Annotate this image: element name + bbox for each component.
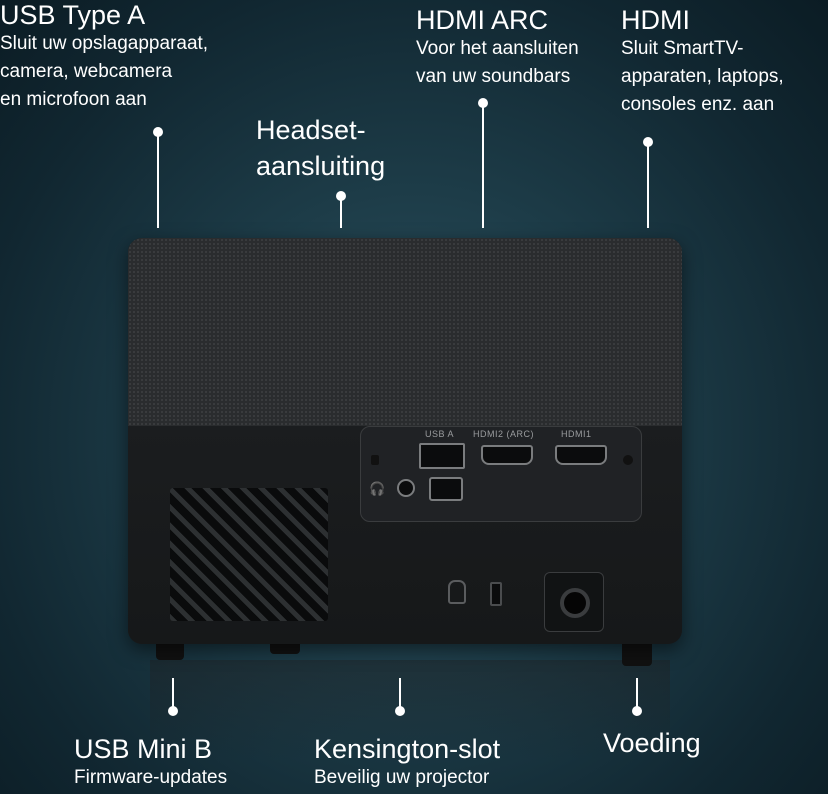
- hdmi-pointer-line: [647, 142, 649, 228]
- kensington-pointer-line: [399, 678, 401, 708]
- hdmi-desc-3: consoles enz. aan: [621, 94, 775, 115]
- usb-mini-b-pointer-line: [172, 678, 174, 708]
- speaker-mesh: [128, 238, 682, 427]
- callout-usb-mini-b: USB Mini B Firmware-updates: [74, 734, 227, 792]
- kensington-desc: Beveilig uw projector: [314, 767, 490, 788]
- usb-a-port[interactable]: [419, 443, 465, 469]
- power-title: Voeding: [603, 728, 701, 758]
- port-panel-screw-right: [623, 455, 633, 465]
- power-port[interactable]: [560, 588, 590, 618]
- headset-title-1: Headset-: [256, 115, 366, 145]
- kensington-lock-icon: [448, 580, 466, 604]
- callout-power: Voeding: [603, 728, 701, 758]
- hdmi2-arc-port[interactable]: [481, 445, 533, 465]
- usb-mini-b-title: USB Mini B: [74, 734, 213, 764]
- usb-type-a-title: USB Type A: [0, 0, 146, 30]
- port-label-hdmi1: HDMI1: [561, 429, 592, 439]
- headphones-icon: 🎧: [369, 481, 386, 496]
- port-label-hdmi2: HDMI2 (ARC): [473, 429, 534, 439]
- port-panel: USB A HDMI2 (ARC) HDMI1 🎧: [360, 426, 642, 522]
- usb-mini-b-port[interactable]: [429, 477, 463, 501]
- projector-foot-left: [156, 640, 184, 660]
- hdmi-desc-2: apparaten, laptops,: [621, 66, 784, 87]
- callout-usb-type-a: USB Type A Sluit uw opslagapparaat, came…: [0, 0, 208, 114]
- usb-type-a-desc-1: Sluit uw opslagapparaat,: [0, 33, 209, 54]
- power-pointer-line: [636, 678, 638, 708]
- callout-hdmi: HDMI Sluit SmartTV- apparaten, laptops, …: [621, 5, 784, 119]
- usb-type-a-desc-3: en microfoon aan: [0, 89, 147, 110]
- usb-type-a-desc-2: camera, webcamera: [0, 61, 173, 82]
- usb-mini-b-pointer-dot: [168, 706, 178, 716]
- projector-foot-right: [622, 640, 652, 666]
- kensington-slot[interactable]: [490, 582, 502, 606]
- callout-hdmi-arc: HDMI ARC Voor het aansluiten van uw soun…: [416, 5, 579, 91]
- hdmi1-port[interactable]: [555, 445, 607, 465]
- kensington-pointer-dot: [395, 706, 405, 716]
- hdmi-title: HDMI: [621, 5, 690, 35]
- usb-mini-b-desc: Firmware-updates: [74, 767, 228, 788]
- ventilation-grille: [170, 488, 328, 621]
- projector-reflection: [150, 660, 670, 760]
- port-panel-screw-left: [371, 455, 379, 465]
- headset-jack[interactable]: [397, 479, 415, 497]
- projector-body: USB A HDMI2 (ARC) HDMI1 🎧: [128, 238, 682, 644]
- usb-type-a-pointer-line: [157, 132, 159, 228]
- kensington-title: Kensington-slot: [314, 734, 501, 764]
- hdmi-arc-title: HDMI ARC: [416, 5, 549, 35]
- hdmi-arc-desc-2: van uw soundbars: [416, 66, 571, 87]
- headset-title-2: aansluiting: [256, 151, 386, 181]
- hdmi-arc-pointer-line: [482, 103, 484, 228]
- port-label-usb-a: USB A: [425, 429, 455, 439]
- power-pointer-dot: [632, 706, 642, 716]
- callout-headset: Headset- aansluiting: [256, 112, 385, 184]
- hdmi-desc-1: Sluit SmartTV-: [621, 38, 744, 59]
- hdmi-arc-desc-1: Voor het aansluiten: [416, 38, 579, 59]
- callout-kensington: Kensington-slot Beveilig uw projector: [314, 734, 500, 792]
- headset-pointer-line: [340, 196, 342, 228]
